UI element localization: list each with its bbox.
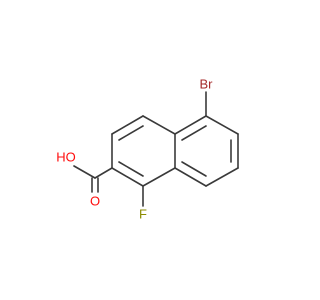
double-bond-inner <box>181 125 207 141</box>
atom-labels: Br HO O F <box>56 77 213 222</box>
bond-carbon-to-hydroxyl <box>73 165 96 179</box>
carbonyl-oxygen-label: O <box>90 194 100 209</box>
double-bond-inner <box>118 125 144 141</box>
bond <box>142 115 176 135</box>
molecule-structure: Br HO O F <box>56 77 239 222</box>
bromine-label: Br <box>200 77 214 92</box>
hydroxyl-label: HO <box>56 150 76 165</box>
bond <box>111 115 144 135</box>
bond <box>205 115 239 135</box>
bond-lines <box>73 91 239 207</box>
double-bond-inner <box>118 161 144 177</box>
fluorine-label: F <box>139 207 147 222</box>
bond <box>174 167 207 187</box>
bond <box>205 167 239 187</box>
bond <box>142 167 176 187</box>
bond <box>111 167 144 187</box>
bond <box>174 115 207 135</box>
double-bond-inner <box>181 161 207 177</box>
bond-to-carboxyl-carbon <box>94 167 113 179</box>
